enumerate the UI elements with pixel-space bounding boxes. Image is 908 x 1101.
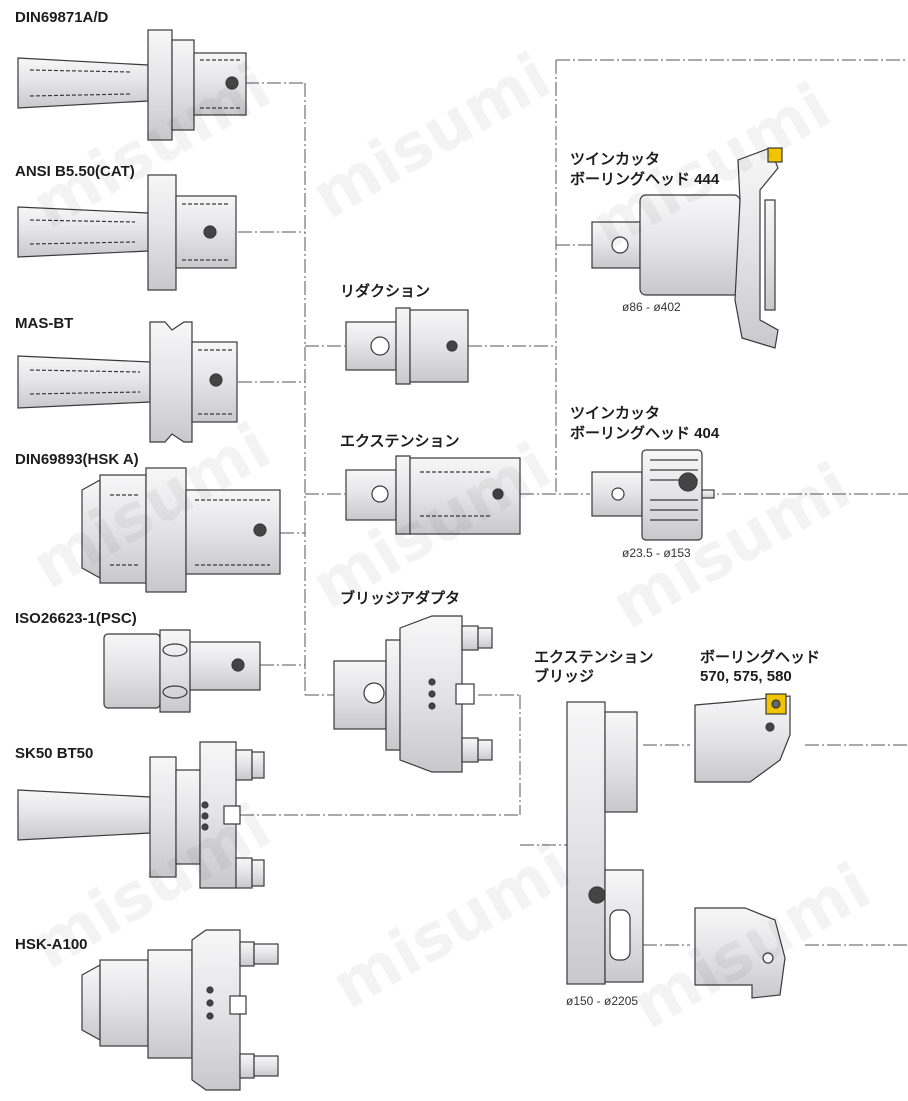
range-twin444: ø86 - ø402 [622, 300, 681, 314]
hska100-holder [81, 929, 279, 1091]
din69871-holder [17, 29, 247, 141]
range-ext-bridge: ø150 - ø2205 [566, 994, 639, 1008]
range-twin404: ø23.5 - ø153 [622, 546, 691, 560]
label-twin404-line2: ボーリングヘッド 404 [570, 425, 720, 442]
twin404-head [591, 449, 715, 541]
label-reduction: リダクション [340, 283, 431, 300]
label-twin444-line2: ボーリングヘッド 444 [570, 171, 720, 188]
label-boring-heads-line1: ボーリングヘッド [700, 649, 821, 666]
label-twin404-line1: ツインカッタ [570, 405, 661, 422]
label-boring-heads-line2: 570, 575, 580 [700, 668, 792, 685]
label-ext-bridge-line2: ブリッジ [534, 668, 595, 685]
label-sk50: SK50 BT50 [15, 745, 94, 762]
boring-head-upper [694, 693, 791, 783]
ansi-holder [17, 174, 237, 291]
reduction-adapter [345, 307, 469, 385]
label-masbt: MAS-BT [15, 315, 74, 332]
label-ext-bridge-line1: エクステンション [534, 649, 654, 666]
extension-adapter [345, 455, 521, 535]
boring-head-lower [694, 907, 786, 999]
label-hska100: HSK-A100 [15, 936, 88, 953]
sk50-holder [17, 741, 265, 889]
twin444-head [591, 147, 783, 349]
masbt-holder [17, 321, 238, 443]
label-bridge-adapter: ブリッジアダプタ [340, 590, 461, 607]
din69893-holder [81, 467, 281, 593]
label-ansi: ANSI B5.50(CAT) [15, 163, 135, 180]
label-din69893: DIN69893(HSK A) [15, 451, 139, 468]
connector-lines [238, 59, 908, 946]
bridge-adapter [333, 615, 493, 773]
label-extension: エクステンション [340, 433, 460, 450]
label-twin444-line1: ツインカッタ [570, 151, 661, 168]
label-iso26623: ISO26623-1(PSC) [15, 610, 137, 627]
iso26623-holder [103, 629, 261, 713]
extension-bridge [566, 701, 644, 985]
label-din69871: DIN69871A/D [15, 9, 109, 26]
